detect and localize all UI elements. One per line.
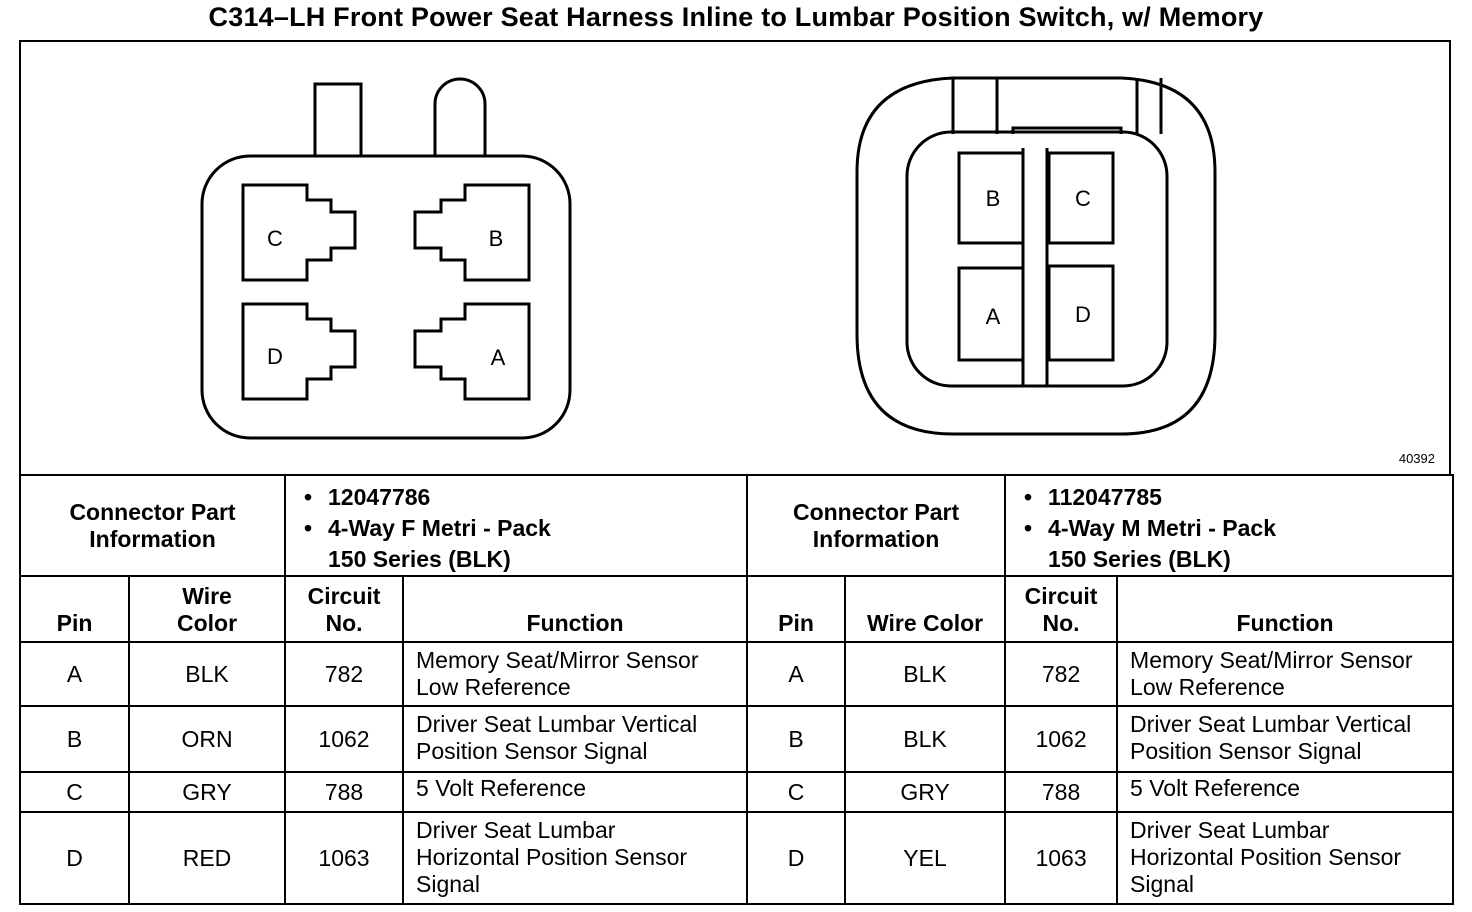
wire-color-cell: BLK bbox=[844, 705, 1007, 773]
pin-header: Pin bbox=[746, 575, 847, 643]
wire-color-cell: ORN bbox=[127, 705, 287, 773]
part-number: 112047785 bbox=[1024, 482, 1444, 513]
female-pin-label: A bbox=[491, 345, 506, 370]
cavity-b bbox=[957, 151, 1025, 245]
cavity-d bbox=[1047, 264, 1115, 362]
circuit-cell: 788 bbox=[284, 771, 405, 813]
pin-cell: D bbox=[19, 811, 130, 905]
connector-part-row: Connector Part Information 12047786 4-Wa… bbox=[18, 474, 1455, 577]
function-cell: Driver Seat Lumbar Horizontal Position S… bbox=[402, 811, 749, 905]
connector-part-label: Connector Part Information bbox=[746, 474, 1007, 577]
function-cell: Driver Seat Lumbar Vertical Position Sen… bbox=[1116, 705, 1455, 773]
function-cell: Driver Seat Lumbar Vertical Position Sen… bbox=[402, 705, 749, 773]
male-pin-label: D bbox=[1075, 302, 1091, 327]
cavity-d bbox=[241, 302, 357, 401]
connector-part-label: Connector Part Information bbox=[18, 474, 287, 577]
cavity-a bbox=[957, 266, 1025, 362]
connector-diagram: C B D A B C A D 40392 bbox=[19, 40, 1451, 474]
pinout-table: Connector Part Information 12047786 4-Wa… bbox=[18, 474, 1455, 905]
table-row: D RED 1063 Driver Seat Lumbar Horizontal… bbox=[19, 811, 1455, 905]
table-row: A BLK 782 Memory Seat/Mirror Sensor Low … bbox=[19, 641, 1455, 707]
circuit-cell: 788 bbox=[1004, 771, 1119, 813]
function-header: Function bbox=[1116, 575, 1455, 643]
male-connector-key bbox=[951, 78, 1163, 134]
table-row: B ORN 1062 Driver Seat Lumbar Vertical P… bbox=[19, 705, 1455, 773]
connector-part-info: 12047786 4-Way F Metri - Pack 150 Series… bbox=[284, 474, 749, 577]
part-number: 12047786 bbox=[304, 482, 738, 513]
function-cell: 5 Volt Reference bbox=[402, 771, 749, 813]
female-connector-round-tab bbox=[433, 77, 487, 160]
male-pin-label: B bbox=[986, 186, 1001, 211]
male-connector-drawing bbox=[855, 76, 1217, 436]
circuit-cell: 1062 bbox=[1004, 705, 1119, 773]
female-connector-drawing bbox=[200, 77, 572, 440]
cavity-c bbox=[1047, 151, 1115, 245]
circuit-cell: 782 bbox=[284, 641, 405, 707]
wire-color-header: Wire Color bbox=[127, 575, 287, 643]
function-cell: 5 Volt Reference bbox=[1116, 771, 1455, 813]
column-header-row: Pin Wire Color Circuit No. Function Pin … bbox=[19, 575, 1455, 643]
part-description: 4-Way F Metri - Pack 150 Series (BLK) bbox=[304, 513, 738, 575]
female-pin-label: C bbox=[267, 226, 283, 251]
part-description: 4-Way M Metri - Pack 150 Series (BLK) bbox=[1024, 513, 1444, 575]
function-cell: Driver Seat Lumbar Horizontal Position S… bbox=[1116, 811, 1455, 905]
female-connector-body bbox=[200, 154, 572, 440]
circuit-cell: 1063 bbox=[1004, 811, 1119, 905]
circuit-cell: 1063 bbox=[284, 811, 405, 905]
male-connector-inner-housing bbox=[905, 130, 1169, 388]
wire-color-cell: GRY bbox=[844, 771, 1007, 813]
pin-cell: C bbox=[19, 771, 130, 813]
pin-cell: D bbox=[746, 811, 847, 905]
function-header: Function bbox=[402, 575, 749, 643]
pin-cell: C bbox=[746, 771, 847, 813]
male-connector-divider bbox=[1021, 148, 1049, 386]
wire-color-cell: BLK bbox=[844, 641, 1007, 707]
wire-color-header: Wire Color bbox=[844, 575, 1007, 643]
wire-color-cell: BLK bbox=[127, 641, 287, 707]
cavity-b bbox=[413, 183, 531, 282]
circuit-header: Circuit No. bbox=[1004, 575, 1119, 643]
female-pin-label: B bbox=[489, 226, 504, 251]
connector-part-info: 112047785 4-Way M Metri - Pack 150 Serie… bbox=[1004, 474, 1455, 577]
cavity-a bbox=[413, 302, 531, 401]
circuit-header: Circuit No. bbox=[284, 575, 405, 643]
wire-color-cell: YEL bbox=[844, 811, 1007, 905]
pin-header: Pin bbox=[19, 575, 130, 643]
figure-number: 40392 bbox=[1398, 451, 1435, 466]
connector-diagram-svg: C B D A B C A D bbox=[200, 76, 1217, 440]
function-cell: Memory Seat/Mirror Sensor Low Reference bbox=[1116, 641, 1455, 707]
circuit-cell: 782 bbox=[1004, 641, 1119, 707]
female-connector-latch-tab bbox=[313, 82, 363, 160]
pin-cell: B bbox=[19, 705, 130, 773]
male-connector-outer-shell bbox=[855, 76, 1217, 436]
function-cell: Memory Seat/Mirror Sensor Low Reference bbox=[402, 641, 749, 707]
wire-color-cell: GRY bbox=[127, 771, 287, 813]
pin-cell: A bbox=[19, 641, 130, 707]
wire-color-cell: RED bbox=[127, 811, 287, 905]
male-pin-label: C bbox=[1075, 186, 1091, 211]
pin-cell: A bbox=[746, 641, 847, 707]
table-row: C GRY 788 5 Volt Reference C GRY 788 5 V… bbox=[19, 771, 1455, 813]
male-pin-label: A bbox=[986, 304, 1001, 329]
pin-cell: B bbox=[746, 705, 847, 773]
cavity-c bbox=[241, 183, 357, 282]
female-pin-label: D bbox=[267, 344, 283, 369]
circuit-cell: 1062 bbox=[284, 705, 405, 773]
page-title: C314–LH Front Power Seat Harness Inline … bbox=[208, 2, 1264, 32]
